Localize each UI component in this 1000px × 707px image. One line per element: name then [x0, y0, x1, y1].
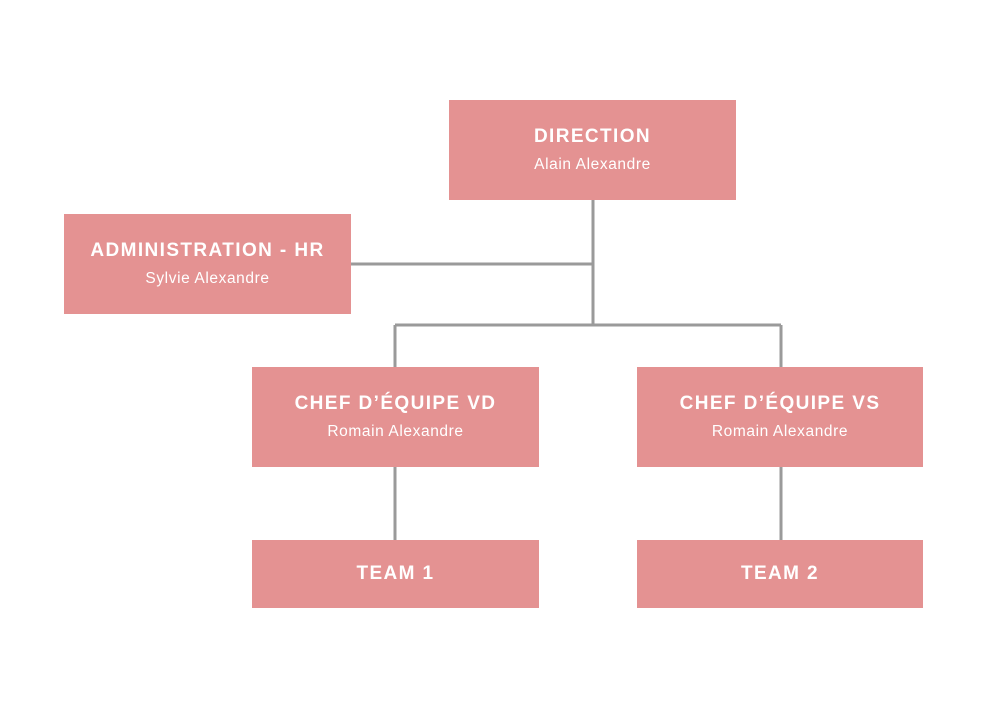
node-direction: DIRECTION Alain Alexandre [449, 100, 736, 200]
node-chef-equipe-vd: CHEF D’ÉQUIPE VD Romain Alexandre [252, 367, 539, 467]
node-chef-vd-title: CHEF D’ÉQUIPE VD [294, 393, 497, 414]
node-chef-vs-name: Romain Alexandre [711, 423, 849, 440]
node-administration-name: Sylvie Alexandre [145, 270, 270, 287]
node-chef-vd-name: Romain Alexandre [327, 423, 464, 440]
node-administration-title: ADMINISTRATION - HR [90, 240, 325, 261]
node-team-2: TEAM 2 [637, 540, 923, 608]
node-team1-title: TEAM 1 [356, 563, 435, 584]
node-team-1: TEAM 1 [252, 540, 539, 608]
node-direction-name: Alain Alexandre [534, 156, 651, 173]
node-team2-title: TEAM 2 [740, 563, 820, 584]
node-chef-vs-title: CHEF D’ÉQUIPE VS [679, 393, 881, 414]
node-direction-title: DIRECTION [533, 126, 652, 147]
node-administration-hr: ADMINISTRATION - HR Sylvie Alexandre [64, 214, 351, 314]
node-chef-equipe-vs: CHEF D’ÉQUIPE VS Romain Alexandre [637, 367, 923, 467]
